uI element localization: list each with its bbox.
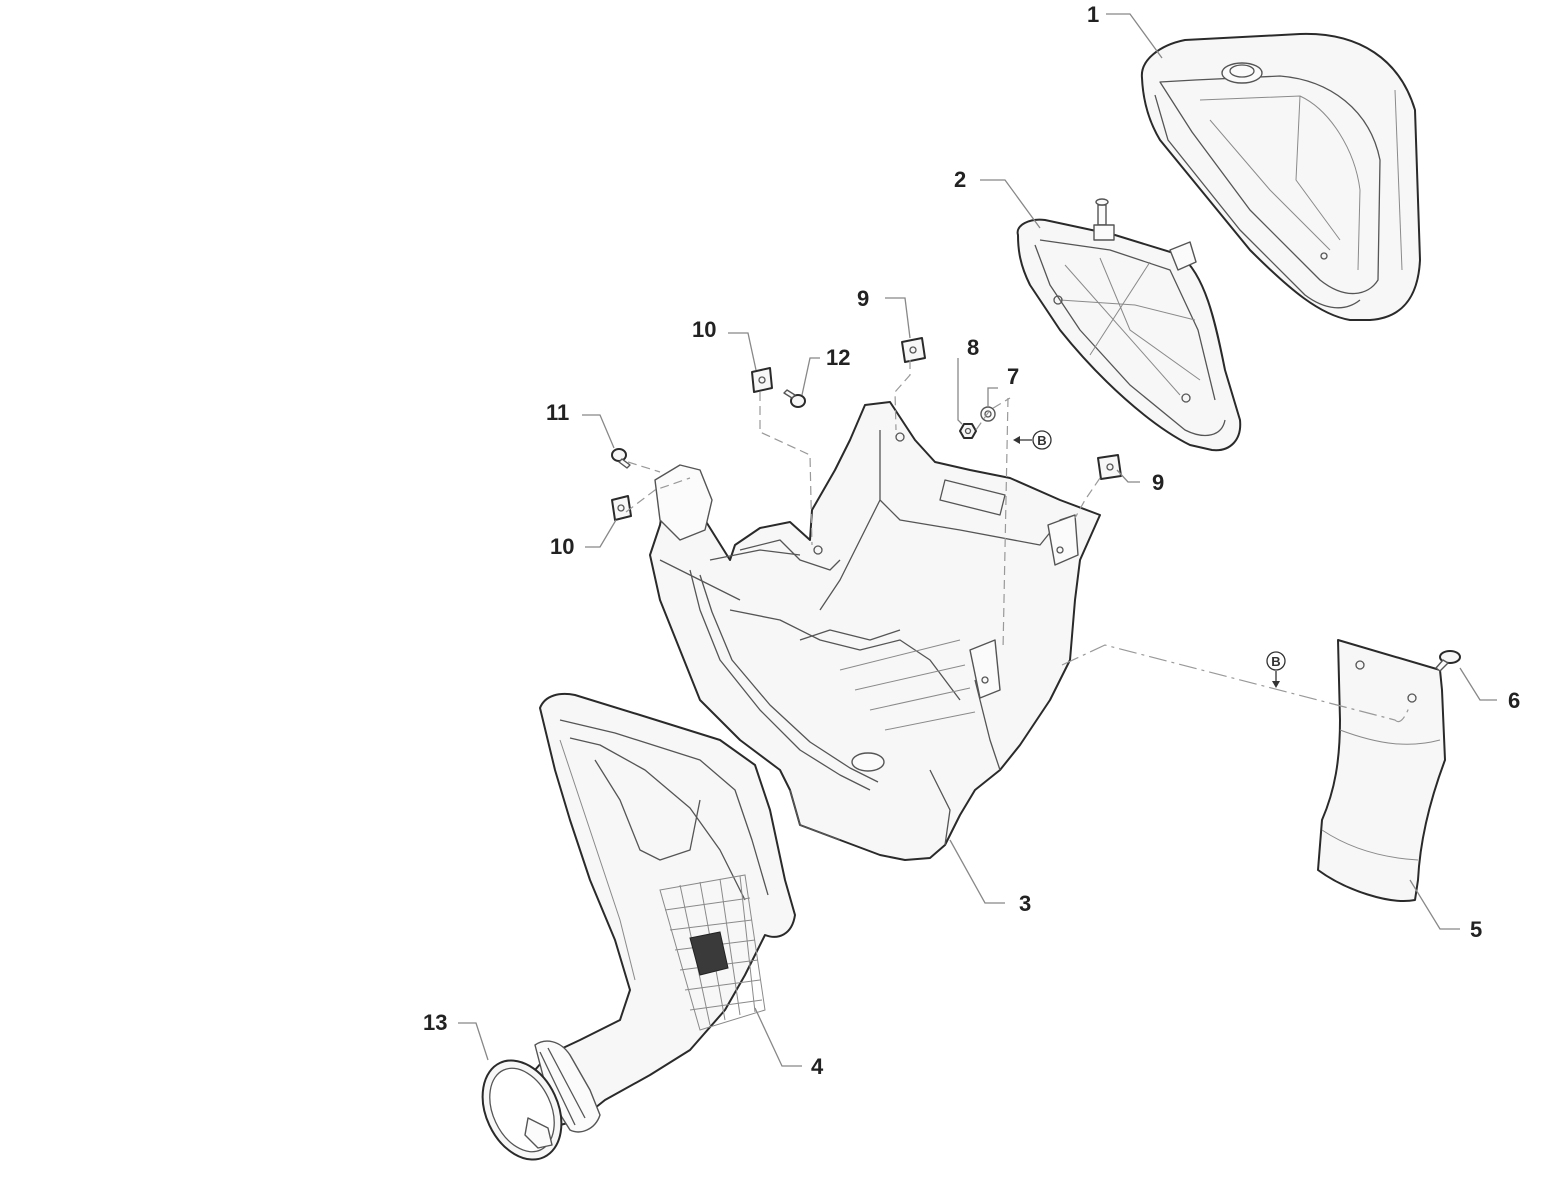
intake-grille	[659, 874, 766, 1031]
callout-11: 11	[546, 400, 569, 425]
callout-5: 5	[1470, 917, 1482, 942]
part-13-hose-clamp	[481, 1059, 563, 1161]
callout-9-upper: 9	[857, 286, 869, 311]
assembly-lines	[625, 360, 1411, 723]
callout-10-upper: 10	[692, 317, 716, 342]
part-1-filter-cover	[1140, 32, 1421, 321]
callout-6: 6	[1508, 688, 1520, 713]
part-9-clip-right	[1097, 454, 1122, 480]
part-9-clip-upper	[901, 337, 926, 363]
callout-labels: 1 2 3 4 5 6 7 8 9 9 10 10 11 12 13	[423, 2, 1520, 1079]
callout-10-lower: 10	[550, 534, 574, 559]
callout-leaders	[458, 13, 1497, 1067]
part-10-clip-upper	[751, 367, 773, 393]
part-11-screw	[611, 448, 631, 469]
view-marker-b-lower: B	[1266, 651, 1286, 688]
callout-13: 13	[423, 1010, 447, 1035]
part-6-screw	[1435, 650, 1461, 672]
callout-1: 1	[1087, 2, 1099, 27]
callout-8: 8	[967, 335, 979, 360]
view-marker-b-upper-letter: B	[1037, 433, 1046, 448]
part-4-intake-duct	[534, 692, 796, 1133]
callout-12: 12	[826, 345, 850, 370]
callout-7: 7	[1007, 364, 1019, 389]
callout-3: 3	[1019, 891, 1031, 916]
callout-4: 4	[811, 1054, 824, 1079]
callout-2: 2	[954, 167, 966, 192]
part-3-airbox-housing	[649, 401, 1101, 861]
view-marker-b-lower-letter: B	[1271, 654, 1280, 669]
view-marker-b-upper: B	[1013, 430, 1052, 450]
part-7-washer	[980, 406, 996, 422]
part-5-heat-shield	[1317, 639, 1446, 902]
part-2-filter-element	[1016, 198, 1242, 452]
part-10-clip-lower	[611, 495, 632, 521]
part-12-screw	[783, 389, 806, 408]
part-8-nut	[959, 423, 977, 439]
callout-9-right: 9	[1152, 470, 1164, 495]
